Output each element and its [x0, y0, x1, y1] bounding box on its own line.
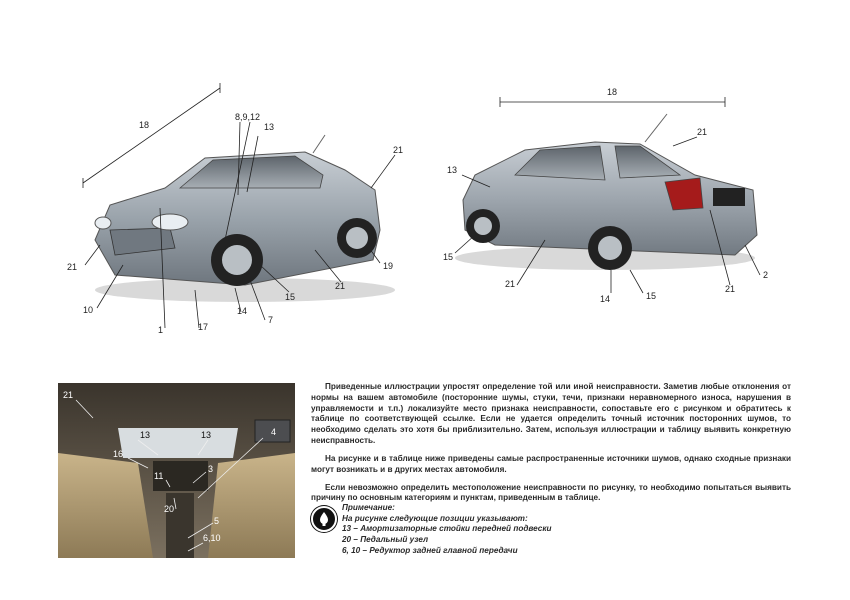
callout-4: 4 [271, 427, 276, 437]
callout-21-left: 21 [67, 262, 77, 272]
paragraph-noise-sources: На рисунке и в таблице ниже приведены са… [311, 453, 791, 474]
callout-20: 20 [164, 504, 174, 514]
interior-figure: 21 13 13 16 4 11 3 20 5 6,10 [58, 383, 295, 558]
callout-13: 13 [264, 122, 274, 132]
callout-18: 18 [607, 87, 617, 97]
interior-photo [58, 383, 295, 558]
note-block: Примечание: На рисунке следующие позиции… [311, 503, 781, 555]
note-item-13: 13 – Амортизаторные стойки передней подв… [342, 524, 552, 534]
callout-21-bottom: 21 [335, 281, 345, 291]
note-item-20: 20 – Педальный узел [342, 534, 429, 544]
paragraph-fallback: Если невозможно определить местоположени… [311, 482, 791, 503]
callout-3: 3 [208, 464, 213, 474]
callout-21: 21 [63, 390, 73, 400]
note-intro: На рисунке следующие позиции указывают: [342, 513, 528, 523]
callout-15-right: 15 [646, 291, 656, 301]
callout-15-left: 15 [443, 252, 453, 262]
callout-6-10: 6,10 [203, 533, 221, 543]
warning-pump-icon [311, 506, 337, 532]
note-title: Примечание: [342, 503, 395, 512]
instruction-text: Приведенные иллюстрации упростят определ… [311, 382, 791, 511]
callout-21-top: 21 [393, 145, 403, 155]
callout-8-9-12: 8,9,12 [235, 112, 260, 122]
callout-18: 18 [139, 120, 149, 130]
interior-callout-lines [75, 399, 264, 552]
callout-21-right: 21 [725, 284, 735, 294]
callout-21-top: 21 [697, 127, 707, 137]
rear-callout-lines [454, 97, 761, 294]
callout-13: 13 [447, 165, 457, 175]
callout-1: 1 [158, 325, 163, 335]
callout-14: 14 [237, 306, 247, 316]
rear-car-body [455, 113, 758, 270]
callout-13-left: 13 [140, 430, 150, 440]
callout-16: 16 [113, 449, 123, 459]
callout-5: 5 [214, 516, 219, 526]
callout-7: 7 [268, 315, 273, 325]
front-car-figure: 18 8,9,12 13 21 21 21 19 10 1 17 14 7 15 [55, 80, 425, 350]
paragraph-intro: Приведенные иллюстрации упростят определ… [311, 382, 791, 446]
note-item-6-10: 6, 10 – Редуктор задней главной передачи [342, 545, 518, 555]
callout-13-right: 13 [201, 430, 211, 440]
callout-11: 11 [154, 471, 163, 481]
callout-17: 17 [198, 322, 208, 332]
callout-2: 2 [763, 270, 768, 280]
callout-21-left: 21 [505, 279, 515, 289]
callout-15: 15 [285, 292, 295, 302]
callout-14: 14 [600, 294, 610, 304]
callout-19: 19 [383, 261, 393, 271]
rear-car-figure: 18 21 13 15 21 14 15 21 2 [435, 80, 780, 310]
callout-10: 10 [83, 305, 93, 315]
front-car-body [94, 134, 395, 302]
front-callout-lines [82, 83, 396, 329]
